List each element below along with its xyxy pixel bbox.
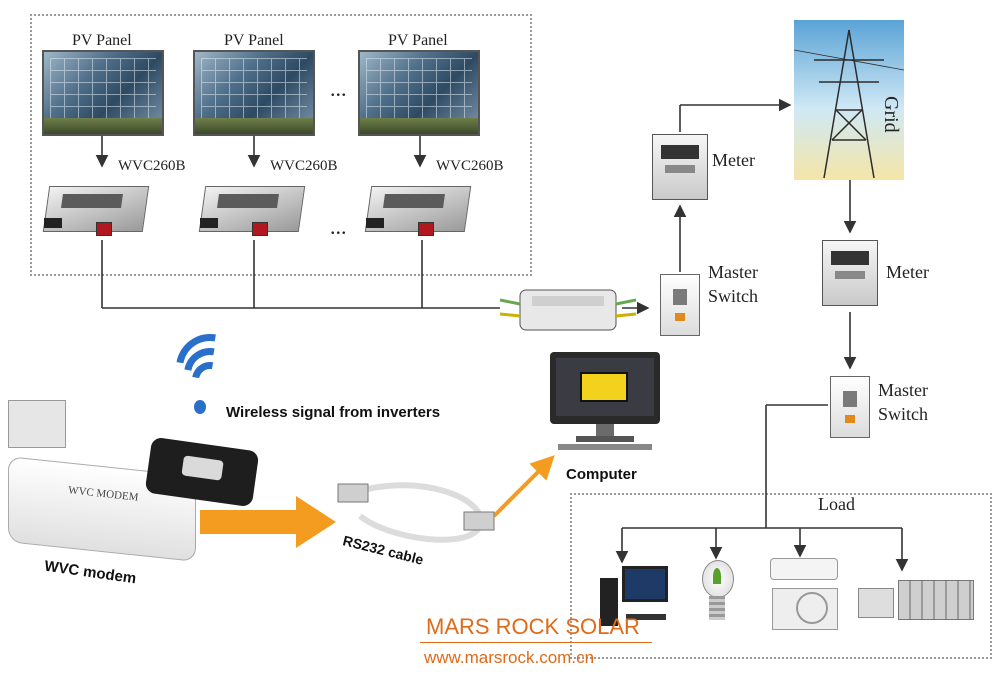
grid-label: Grid — [880, 96, 902, 133]
inverter-label-3: WVC260B — [436, 158, 504, 174]
inverter-image-1 — [40, 178, 150, 242]
meter-label-upper: Meter — [712, 150, 755, 170]
pv-ellipsis: ... — [330, 76, 347, 101]
inverter-image-2 — [196, 178, 306, 242]
master-switch-label-lower-2: Switch — [878, 404, 929, 424]
load-box — [570, 493, 992, 659]
printer-machinery-load-icon — [858, 574, 974, 624]
rs232-cable-image — [330, 470, 500, 560]
pv-panel-image-1 — [42, 50, 164, 136]
meter-image-lower — [822, 240, 878, 306]
wall-outlet-image — [8, 400, 66, 448]
pv-panel-label-3: PV Panel — [388, 32, 448, 49]
master-switch-image-upper — [660, 274, 700, 336]
computer-label: Computer — [566, 466, 637, 483]
master-switch-image-lower — [830, 376, 870, 438]
pv-panel-label-1: PV Panel — [72, 32, 132, 49]
master-switch-label-upper-2: Switch — [708, 286, 759, 306]
brand-url: www.marsrock.com.cn — [424, 648, 595, 667]
tower-icon — [793, 29, 905, 179]
pv-array-box — [30, 14, 532, 276]
light-bulb-load-icon — [700, 560, 734, 630]
desktop-computer-load-icon — [600, 566, 670, 628]
pv-panel-image-2 — [193, 50, 315, 136]
load-label: Load — [818, 494, 855, 514]
wireless-label: Wireless signal from inverters — [226, 404, 441, 421]
inverter-label-1: WVC260B — [118, 158, 186, 174]
master-switch-label-upper-1: Master — [708, 262, 758, 282]
pv-panel-label-2: PV Panel — [224, 32, 284, 49]
pv-panel-image-3 — [358, 50, 480, 136]
meter-label-lower: Meter — [886, 262, 929, 282]
inverter-label-2: WVC260B — [270, 158, 338, 174]
inverter-ellipsis: ... — [330, 214, 347, 239]
brand-name: MARS ROCK SOLAR — [426, 614, 640, 639]
air-conditioner-load-icon — [770, 558, 838, 630]
computer-monitor-image — [550, 352, 660, 450]
inverter-image-3 — [362, 178, 472, 242]
wireless-signal-icon — [162, 320, 258, 420]
grid-tower-image — [793, 20, 905, 180]
master-switch-label-lower-1: Master — [878, 380, 928, 400]
meter-image-upper — [652, 134, 708, 200]
brand-underline — [420, 642, 652, 643]
